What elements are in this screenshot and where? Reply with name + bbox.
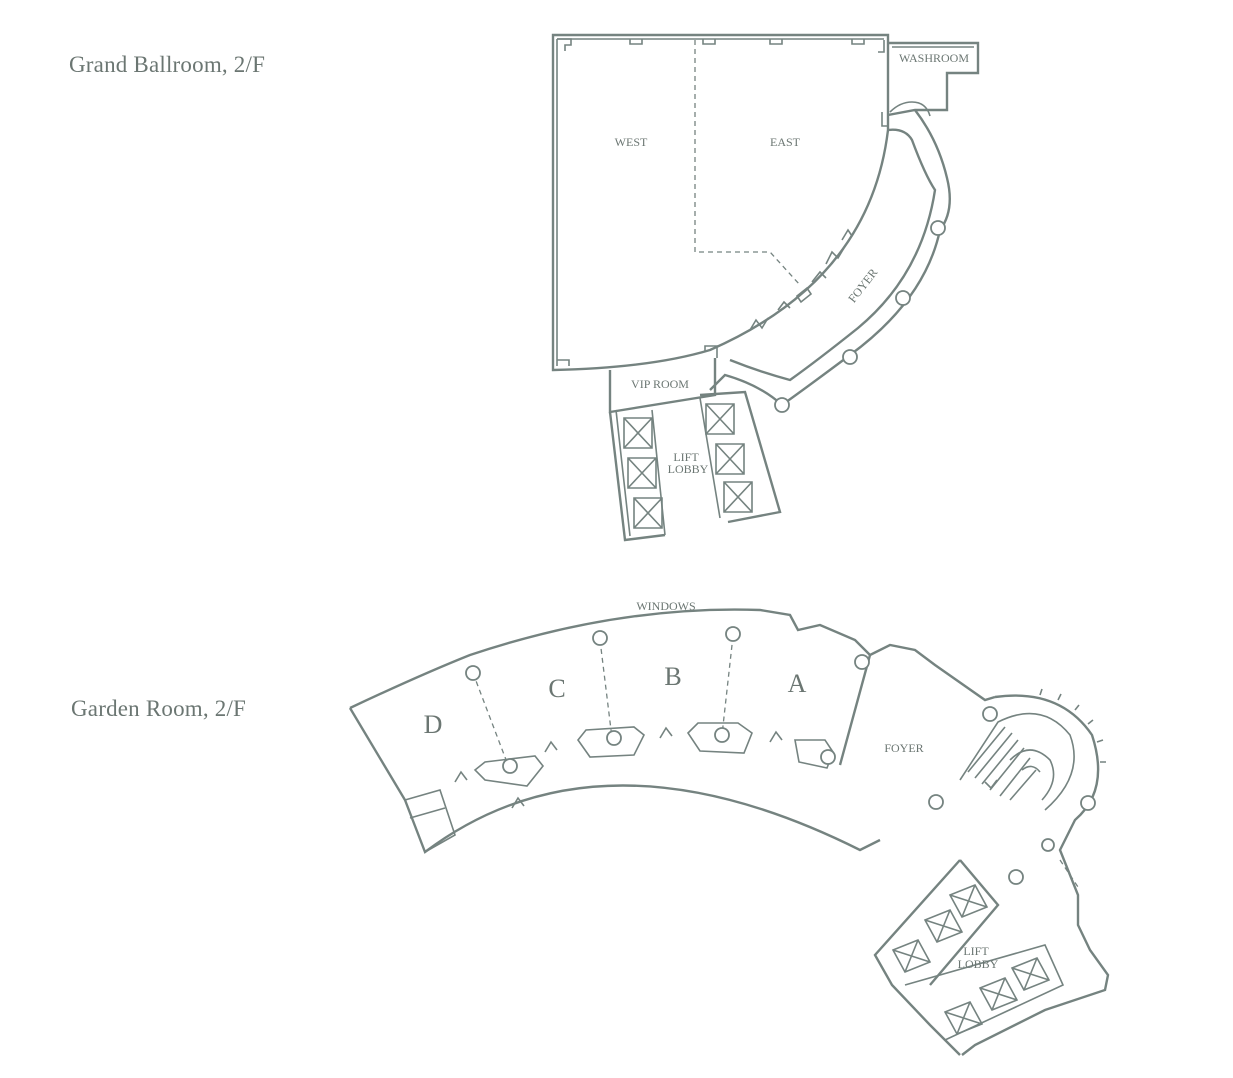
foyer-column-4 <box>774 397 790 413</box>
garden-foyer-wall <box>961 694 1110 1056</box>
grand-ballroom-plan: WASHROOM WEST EAST FOYER VIP ROOM LIFT L… <box>551 33 980 542</box>
garden-airwall-pockets <box>454 722 834 809</box>
stair-arc-ticks <box>1039 688 1106 763</box>
garden-column-7 <box>714 727 730 743</box>
garden-column-5 <box>502 758 518 774</box>
windows-label: WINDOWS <box>636 599 695 613</box>
garden-column-13 <box>1041 838 1055 852</box>
garden-column-6 <box>606 730 622 746</box>
garden-column-8 <box>820 749 836 765</box>
vip-room-door <box>704 345 718 358</box>
garden-room-plan: WINDOWS D C B A FOYER LIFT LOBBY <box>348 599 1110 1056</box>
garden-column-2 <box>592 630 608 646</box>
ballroom-inner-wall <box>556 38 884 366</box>
ballroom-lift-cars <box>623 403 753 529</box>
foyer-column-2 <box>895 290 911 306</box>
ballroom-wall-notches <box>557 38 885 366</box>
garden-outer-wall <box>349 608 996 710</box>
divider-b-a <box>721 635 734 736</box>
garden-column-12 <box>1008 869 1024 885</box>
ballroom-foyer-inner <box>729 128 937 382</box>
garden-room-title: Garden Room, 2/F <box>71 696 247 721</box>
foyer-column-3 <box>842 349 858 365</box>
foyer-column-1 <box>930 220 946 236</box>
room-d-label: D <box>424 710 443 739</box>
garden-lift-lobby-inner <box>904 944 1065 1041</box>
room-c-label: C <box>548 674 565 703</box>
garden-column-9 <box>982 706 998 722</box>
garden-rooms-inner-wall <box>348 707 881 854</box>
garden-column-4 <box>854 654 870 670</box>
garden-column-1 <box>465 665 481 681</box>
west-east-divider <box>694 40 801 286</box>
garden-foyer-dash <box>1059 859 1081 891</box>
garden-lift-label-2: LOBBY <box>958 957 999 971</box>
divider-d-c <box>472 672 509 766</box>
ballroom-foyer-label: FOYER <box>845 266 880 306</box>
vip-room-wall <box>608 358 717 414</box>
garden-column-11 <box>928 794 944 810</box>
room-a-label: A <box>788 669 807 698</box>
ballroom-airwall-pockets <box>749 228 853 331</box>
stair-icon <box>967 726 1055 801</box>
garden-foyer-label: FOYER <box>884 741 923 755</box>
washroom-label: WASHROOM <box>899 51 969 65</box>
ballroom-lift-label-1: LIFT <box>673 450 699 464</box>
garden-column-3 <box>725 626 741 642</box>
garden-left-service <box>404 789 456 853</box>
grand-ballroom-title: Grand Ballroom, 2/F <box>69 52 266 77</box>
ballroom-lift-label-2: LOBBY <box>668 462 709 476</box>
garden-stair-shell <box>959 712 1075 811</box>
east-label: EAST <box>770 135 801 149</box>
divider-c-b <box>599 639 613 739</box>
vip-room-label: VIP ROOM <box>631 377 689 391</box>
ballroom-outer-wall <box>551 33 890 372</box>
west-label: WEST <box>615 135 648 149</box>
ballroom-lift-lobby-inner <box>615 397 721 537</box>
garden-lift-label-1: LIFT <box>963 944 989 958</box>
garden-lift-cars <box>891 883 1051 1036</box>
washroom-inner <box>881 46 974 127</box>
garden-column-10 <box>1080 795 1096 811</box>
room-b-label: B <box>664 662 681 691</box>
garden-lift-lobby-wall <box>873 859 1000 1056</box>
ballroom-lift-lobby-wall <box>608 390 782 542</box>
room-a-east-wall <box>838 654 872 766</box>
